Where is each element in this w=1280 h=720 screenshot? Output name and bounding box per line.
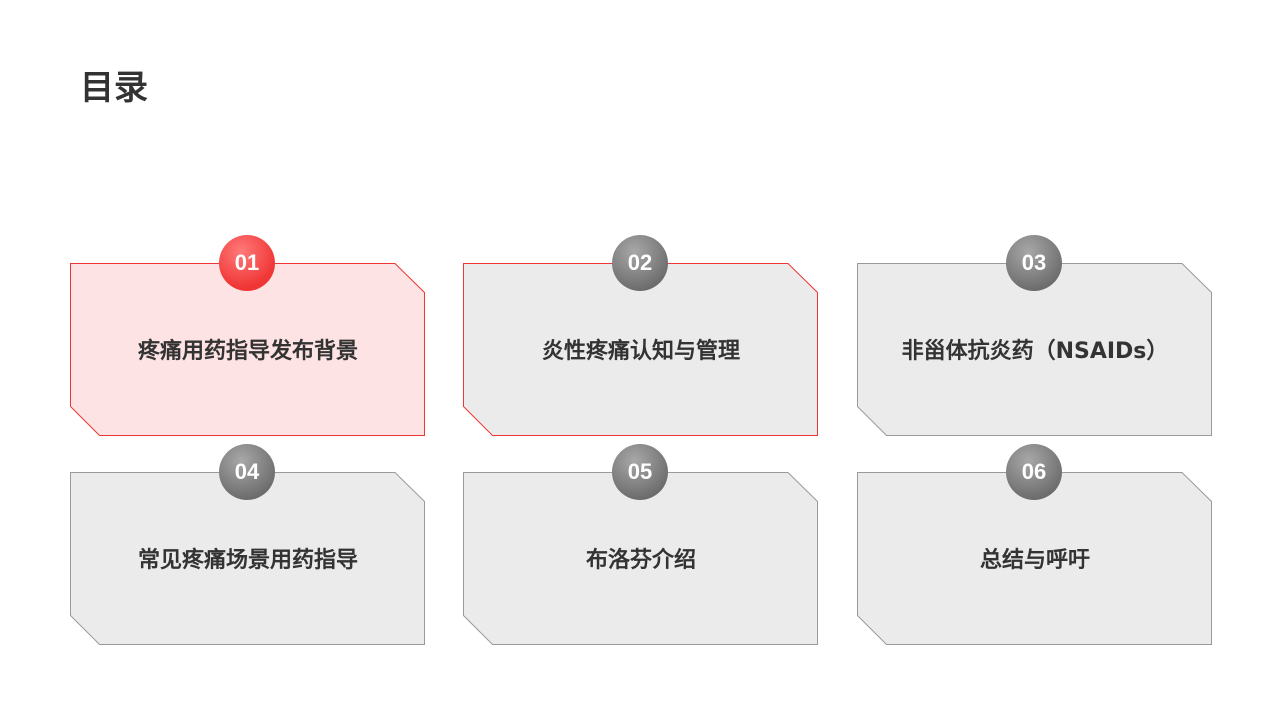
card-shape bbox=[70, 472, 425, 645]
toc-item-label: 总结与呼吁 bbox=[979, 548, 1090, 573]
toc-item-label: 布洛芬介绍 bbox=[585, 548, 696, 573]
toc-item-01[interactable]: 01 疼痛用药指导发布背景 bbox=[70, 235, 426, 437]
number-badge: 02 bbox=[612, 235, 668, 291]
card-shape bbox=[463, 472, 818, 645]
number-badge: 03 bbox=[1006, 235, 1062, 291]
number-badge: 05 bbox=[612, 444, 668, 500]
toc-item-label: 炎性疼痛认知与管理 bbox=[541, 339, 740, 364]
toc-item-02[interactable]: 02 炎性疼痛认知与管理 bbox=[463, 235, 819, 437]
toc-item-label: 疼痛用药指导发布背景 bbox=[137, 339, 358, 364]
page-title: 目录 bbox=[80, 68, 148, 108]
toc-item-label: 常见疼痛场景用药指导 bbox=[137, 548, 358, 573]
toc-item-06[interactable]: 06 总结与呼吁 bbox=[857, 444, 1213, 646]
number-badge: 06 bbox=[1006, 444, 1062, 500]
toc-item-04[interactable]: 04 常见疼痛场景用药指导 bbox=[70, 444, 426, 646]
card-shape bbox=[857, 263, 1212, 436]
card-shape bbox=[857, 472, 1212, 645]
toc-item-05[interactable]: 05 布洛芬介绍 bbox=[463, 444, 819, 646]
number-badge: 01 bbox=[219, 235, 275, 291]
toc-item-label: 非甾体抗炎药（NSAIDs） bbox=[901, 339, 1169, 364]
card-shape bbox=[463, 263, 818, 436]
toc-item-03[interactable]: 03 非甾体抗炎药（NSAIDs） bbox=[857, 235, 1213, 437]
number-badge: 04 bbox=[219, 444, 275, 500]
card-shape bbox=[70, 263, 425, 436]
